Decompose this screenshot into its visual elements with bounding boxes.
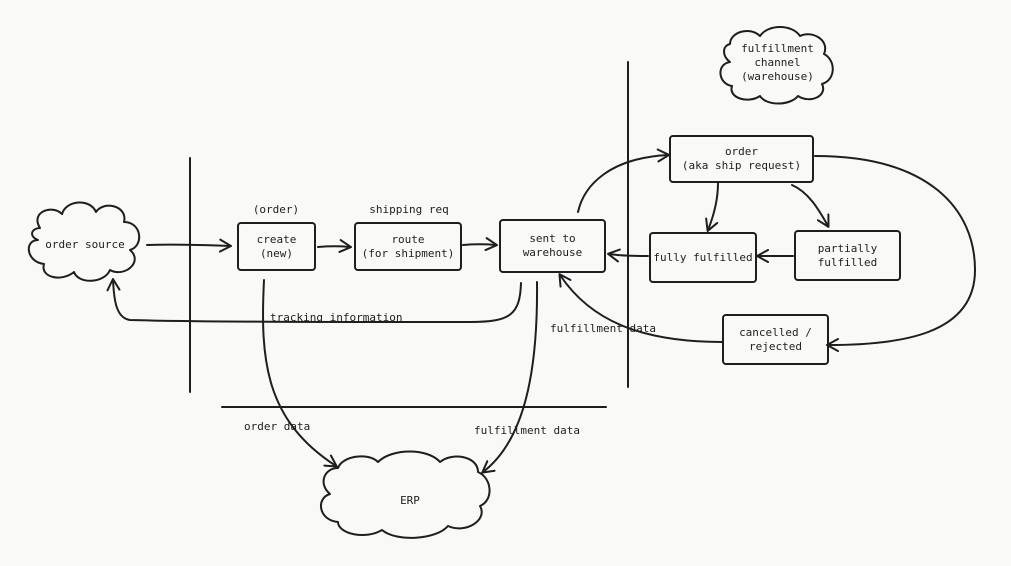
cloud-fulfillment-channel	[719, 26, 834, 105]
arrow-sent-to-erp	[481, 281, 539, 474]
arrow-create-to-erp	[262, 279, 338, 468]
cloud-order-source-label: order source	[45, 238, 125, 251]
box-sent-to-warehouse: sent to warehouse	[499, 219, 606, 273]
cloud-order-source	[28, 201, 140, 282]
box-cancelled-rejected: cancelled / rejected	[722, 314, 829, 365]
arrow-fully-to-sent	[607, 248, 649, 263]
cloud-fulfillment-channel-label: fulfillment channel (warehouse)	[741, 42, 814, 83]
arrow-create-to-route	[317, 239, 352, 253]
label-tracking-information: tracking information	[270, 311, 403, 324]
arrow-order-to-partially	[791, 184, 830, 228]
label-shipping-req: shipping req	[369, 203, 449, 216]
box-route: route (for shipment)	[354, 222, 462, 271]
label-order-data: order data	[244, 420, 311, 433]
cloud-erp-label: ERP	[400, 494, 420, 507]
arrow-order-to-fully	[705, 182, 719, 232]
box-order-ship-request: order (aka ship request)	[669, 135, 814, 183]
arrow-cancelled-to-sent	[558, 273, 723, 343]
arrow-sent-to-order	[577, 148, 670, 213]
label-fulfillment-data-right: fulfillment data	[550, 322, 656, 335]
arrow-source-to-create	[146, 238, 232, 253]
box-partially-fulfilled: partially fulfilled	[794, 230, 901, 281]
box-create: create (new)	[237, 222, 316, 271]
box-fully-fulfilled: fully fulfilled	[649, 232, 757, 283]
arrow-order-to-cancelled	[814, 155, 976, 352]
label-order-tag: (order)	[252, 203, 300, 216]
arrow-route-to-sent	[462, 237, 498, 252]
arrow-sent-to-source-tracking	[106, 278, 522, 323]
label-fulfillment-data-erp: fulfillment data	[474, 424, 580, 437]
cloud-erp	[320, 450, 491, 539]
